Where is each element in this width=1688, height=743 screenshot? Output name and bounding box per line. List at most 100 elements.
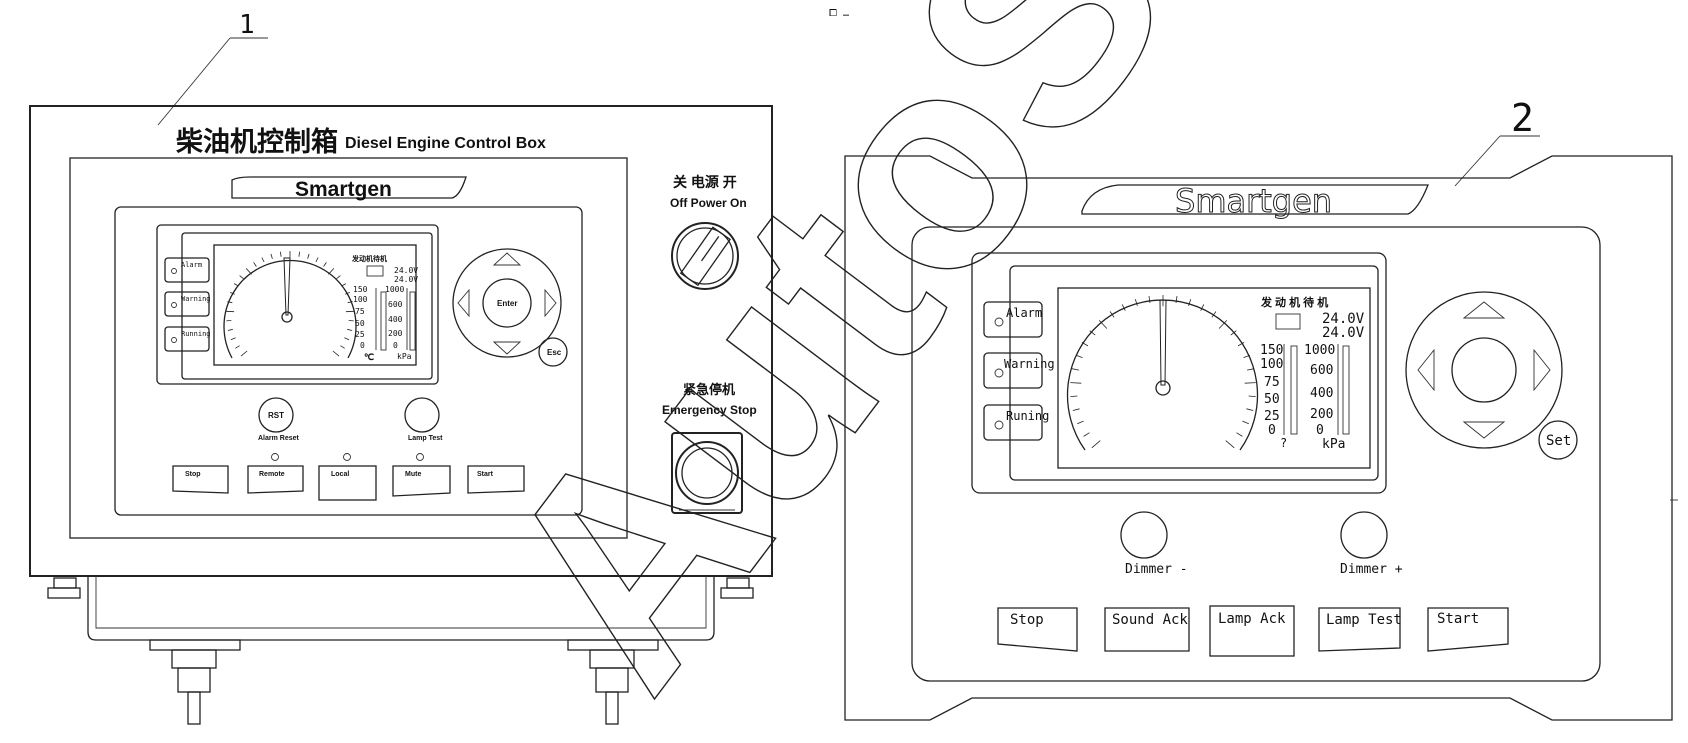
gauge-tick (227, 328, 233, 331)
left-foot (47, 577, 81, 599)
gauge-tick (1109, 311, 1115, 318)
gauge-tick (1077, 420, 1084, 425)
right-arrow-icon[interactable] (544, 288, 557, 318)
gauge-tick (1237, 342, 1245, 347)
power-switch[interactable] (671, 222, 739, 290)
emergency-stop-button[interactable] (671, 432, 743, 514)
brand-name: Smartgen (295, 178, 392, 201)
pressure-scale: 1000 600 400 200 0 kPa (385, 285, 412, 361)
enter-button[interactable] (482, 278, 532, 328)
gauge-tick (1236, 432, 1243, 437)
gauge-tick (340, 345, 345, 349)
callout-leader-1 (157, 37, 231, 126)
svg-text:1000: 1000 (385, 285, 404, 294)
left-arrow-icon[interactable] (457, 288, 470, 318)
lamp-ack-button[interactable] (1209, 605, 1295, 657)
remote-button[interactable] (247, 465, 304, 494)
gauge-tick (1244, 382, 1256, 384)
right-nav-pad: Set (1405, 291, 1578, 460)
center-button[interactable] (1451, 337, 1517, 403)
alarm-led-right (983, 301, 1043, 338)
start-button[interactable] (467, 465, 525, 494)
lamp-test-button-right[interactable] (1318, 607, 1401, 652)
gauge-tick (344, 337, 350, 341)
gauge-tick (1243, 354, 1251, 358)
corner-mark: ⧠ … (829, 8, 849, 19)
battery-icon-right (1275, 313, 1301, 330)
svg-text:Warning: Warning (1004, 357, 1055, 371)
svg-text:25: 25 (355, 330, 365, 339)
gauge-tick (239, 275, 244, 280)
sound-ack-button[interactable] (1104, 607, 1190, 652)
svg-text:600: 600 (1310, 363, 1333, 378)
gauge-tick (1211, 311, 1217, 318)
lcd-screen-right (1057, 287, 1371, 469)
svg-text:25: 25 (1264, 409, 1280, 424)
callout-1: 1 (239, 10, 255, 40)
start-button-right[interactable] (1427, 607, 1509, 652)
alarm-reset-label: Alarm Reset (258, 435, 300, 442)
set-button[interactable] (1538, 420, 1578, 460)
gauge-tick (1071, 368, 1079, 371)
voltage-2-right: 24.0V (1322, 325, 1365, 341)
svg-text:1000: 1000 (1304, 343, 1335, 358)
dimmer-minus-button[interactable] (1120, 511, 1168, 559)
left-housing (29, 105, 773, 577)
gauge-tick (240, 350, 248, 357)
outer-plate (844, 155, 1673, 721)
lcd-bezel-right (971, 252, 1387, 494)
right-arrow-icon[interactable] (1533, 348, 1551, 392)
alarm-label: Alarm (181, 261, 202, 269)
gauge-tick (1218, 320, 1228, 329)
lcd-status-right: 发 动 机 待 机 (1260, 295, 1328, 309)
local-button[interactable] (318, 465, 377, 501)
lamp-test-button[interactable] (404, 397, 440, 433)
gauge-tick (1091, 440, 1101, 449)
svg-text:?: ? (1280, 436, 1287, 450)
up-arrow-icon[interactable] (1462, 301, 1506, 319)
left-arrow-icon[interactable] (1417, 348, 1435, 392)
up-arrow-icon[interactable] (492, 252, 522, 266)
gauge-tick (345, 292, 351, 295)
stop-button-right[interactable] (997, 607, 1078, 652)
box-title-en: Diesel Engine Control Box (345, 135, 546, 152)
gauge-tick (328, 268, 335, 275)
lcd-status: 发动机待机 (351, 254, 387, 263)
mounting-bracket (87, 576, 715, 641)
left-button-row: Stop Remote Local Mute Start (172, 465, 525, 501)
left-control-box: 1 柴油机控制箱 Diesel Engine Con (29, 10, 773, 725)
lcd-screen (213, 244, 417, 366)
mount-left (149, 639, 241, 725)
dimmer-plus-button[interactable] (1340, 511, 1388, 559)
right-indicators: Alarm Warning Runing (983, 301, 1055, 441)
box-title-cn: 柴油机控制箱 (176, 126, 338, 157)
callout-2: 2 (1511, 96, 1534, 140)
power-label-cn: 关 电源 开 (673, 174, 737, 190)
inner-panel (911, 226, 1601, 682)
left-nav-pad: Enter Esc (452, 248, 568, 367)
temp-scale-right: 150 100 75 50 25 0 ? (1260, 343, 1287, 450)
gauge-tick (347, 328, 353, 331)
pressure-scale-right: 1000 600 400 200 0 kPa (1304, 343, 1345, 452)
gauge-tick (245, 268, 252, 275)
brand-banner (231, 176, 467, 199)
esc-button[interactable] (538, 337, 568, 367)
svg-text:kPa: kPa (1322, 437, 1345, 452)
gauge-tick (227, 301, 233, 304)
right-foot (720, 577, 754, 599)
running-led-right (983, 404, 1043, 441)
gauge-tick (280, 251, 282, 257)
svg-text:Start: Start (1437, 611, 1479, 627)
gauge-tick (347, 301, 353, 304)
mute-button[interactable] (392, 465, 451, 497)
voltage-2: 24.0V (394, 275, 418, 284)
rst-button[interactable] (258, 397, 294, 433)
right-control-panel: 2 Smartgen Alarm Warning Runing (844, 96, 1678, 721)
down-arrow-icon[interactable] (1462, 421, 1506, 439)
gauge-tick (253, 262, 257, 267)
down-arrow-icon[interactable] (492, 341, 522, 355)
stop-button[interactable] (172, 465, 229, 494)
gauge-tick (341, 283, 346, 287)
svg-text:0: 0 (1316, 423, 1324, 438)
